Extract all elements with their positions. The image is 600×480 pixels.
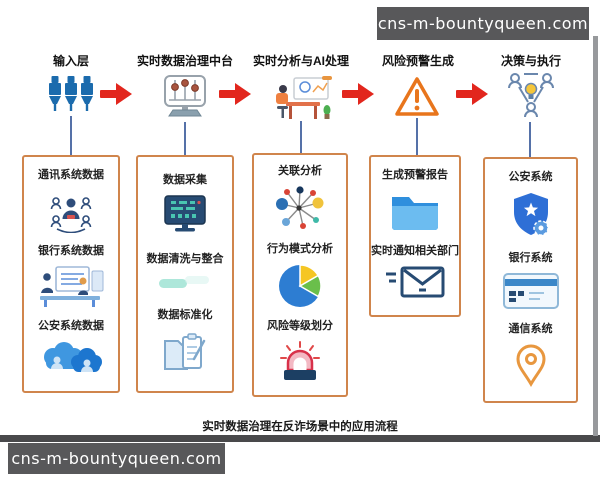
connector-1 (70, 116, 72, 155)
diagram-caption: 实时数据治理在反诈场景中的应用流程 (202, 421, 398, 433)
flow-arrow-3 (342, 83, 376, 105)
header-decision-execution: 决策与执行 (500, 54, 562, 68)
folder-icon (388, 189, 442, 236)
node-graph-icon (273, 185, 327, 238)
connector-5 (529, 122, 531, 157)
list-item: 公安系统数据 (38, 317, 104, 383)
connector-2 (184, 122, 186, 155)
right-scrollbar-strip[interactable] (593, 36, 598, 436)
list-item: 关联分析 (273, 162, 327, 238)
box-governance: 数据采集 数据清洗与整合 (136, 155, 234, 393)
flow-arrow-1 (100, 83, 134, 105)
warning-triangle-icon (394, 76, 440, 123)
item-label: 数据采集 (163, 173, 207, 186)
connector-4 (416, 118, 418, 155)
connector-3 (300, 121, 302, 153)
list-item: 通讯系统数据 (38, 166, 104, 238)
siren-icon (278, 340, 322, 389)
header-governance-platform: 实时数据治理中台 (136, 54, 234, 68)
list-item: 通信系统 (509, 320, 553, 392)
teller-illustration-icon (36, 265, 106, 312)
bank-card-icon (502, 272, 560, 315)
item-label: 行为模式分析 (267, 243, 333, 255)
list-item: 银行系统数据 (36, 242, 106, 312)
list-item: 实时通知相关部门 (371, 242, 459, 306)
item-label: 公安系统 (508, 171, 553, 183)
people-bulb-network-icon (505, 70, 557, 127)
box-execution: 公安系统 银行系统 (483, 157, 578, 403)
cloud-users-icon (40, 340, 102, 383)
item-label: 关联分析 (278, 164, 322, 177)
list-item: 生成预警报告 (382, 166, 448, 236)
box-input-layer: 通讯系统数据 银行系统数据 (22, 155, 120, 393)
item-label: 风险等级划分 (267, 319, 333, 332)
header-input-layer: 输入层 (52, 54, 90, 68)
item-label: 公安系统数据 (38, 319, 104, 332)
monitor-abacus-icon (157, 72, 213, 129)
list-item: 风险等级划分 (267, 317, 333, 389)
location-pin-icon (513, 343, 549, 392)
list-item: 数据清洗与整合 (147, 250, 224, 296)
list-item: 行为模式分析 (267, 240, 333, 314)
box-warning: 生成预警报告 实时通知相关部门 (369, 155, 461, 317)
item-label: 数据清洗与整合 (146, 253, 224, 265)
box-analysis: 关联分析 (252, 153, 348, 397)
header-analysis-ai: 实时分析与AI处理 (252, 54, 350, 68)
header-risk-warning: 风险预警生成 (381, 54, 455, 68)
plugs-icon (47, 74, 95, 121)
watermark-top: cns-m-bountyqueen.com (377, 7, 589, 40)
bottom-divider-bar (0, 435, 600, 442)
flow-arrow-4 (456, 83, 490, 105)
item-label: 生成预警报告 (382, 169, 448, 182)
item-label: 通信系统 (508, 323, 553, 335)
item-label: 银行系统 (508, 252, 553, 264)
item-label: 实时通知相关部门 (371, 244, 459, 257)
flow-arrow-2 (219, 83, 253, 105)
list-item: 银行系统 (502, 249, 560, 315)
list-item: 数据标准化 (158, 306, 213, 378)
item-label: 通讯系统数据 (38, 168, 104, 181)
analyst-desk-icon (272, 76, 334, 127)
list-item: 数据采集 (161, 171, 209, 241)
user-group-icon (48, 189, 94, 238)
item-label: 银行系统数据 (38, 245, 104, 257)
pie-chart-icon (277, 263, 323, 314)
shield-star-icon (508, 191, 554, 244)
envelope-icon (384, 265, 446, 306)
faded-swish-icon (157, 273, 213, 296)
folder-clipboard-icon (161, 329, 209, 378)
list-item: 公安系统 (508, 168, 554, 244)
circuit-monitor-icon (161, 194, 209, 241)
item-label: 数据标准化 (157, 308, 213, 321)
watermark-bottom: cns-m-bountyqueen.com (8, 443, 225, 474)
